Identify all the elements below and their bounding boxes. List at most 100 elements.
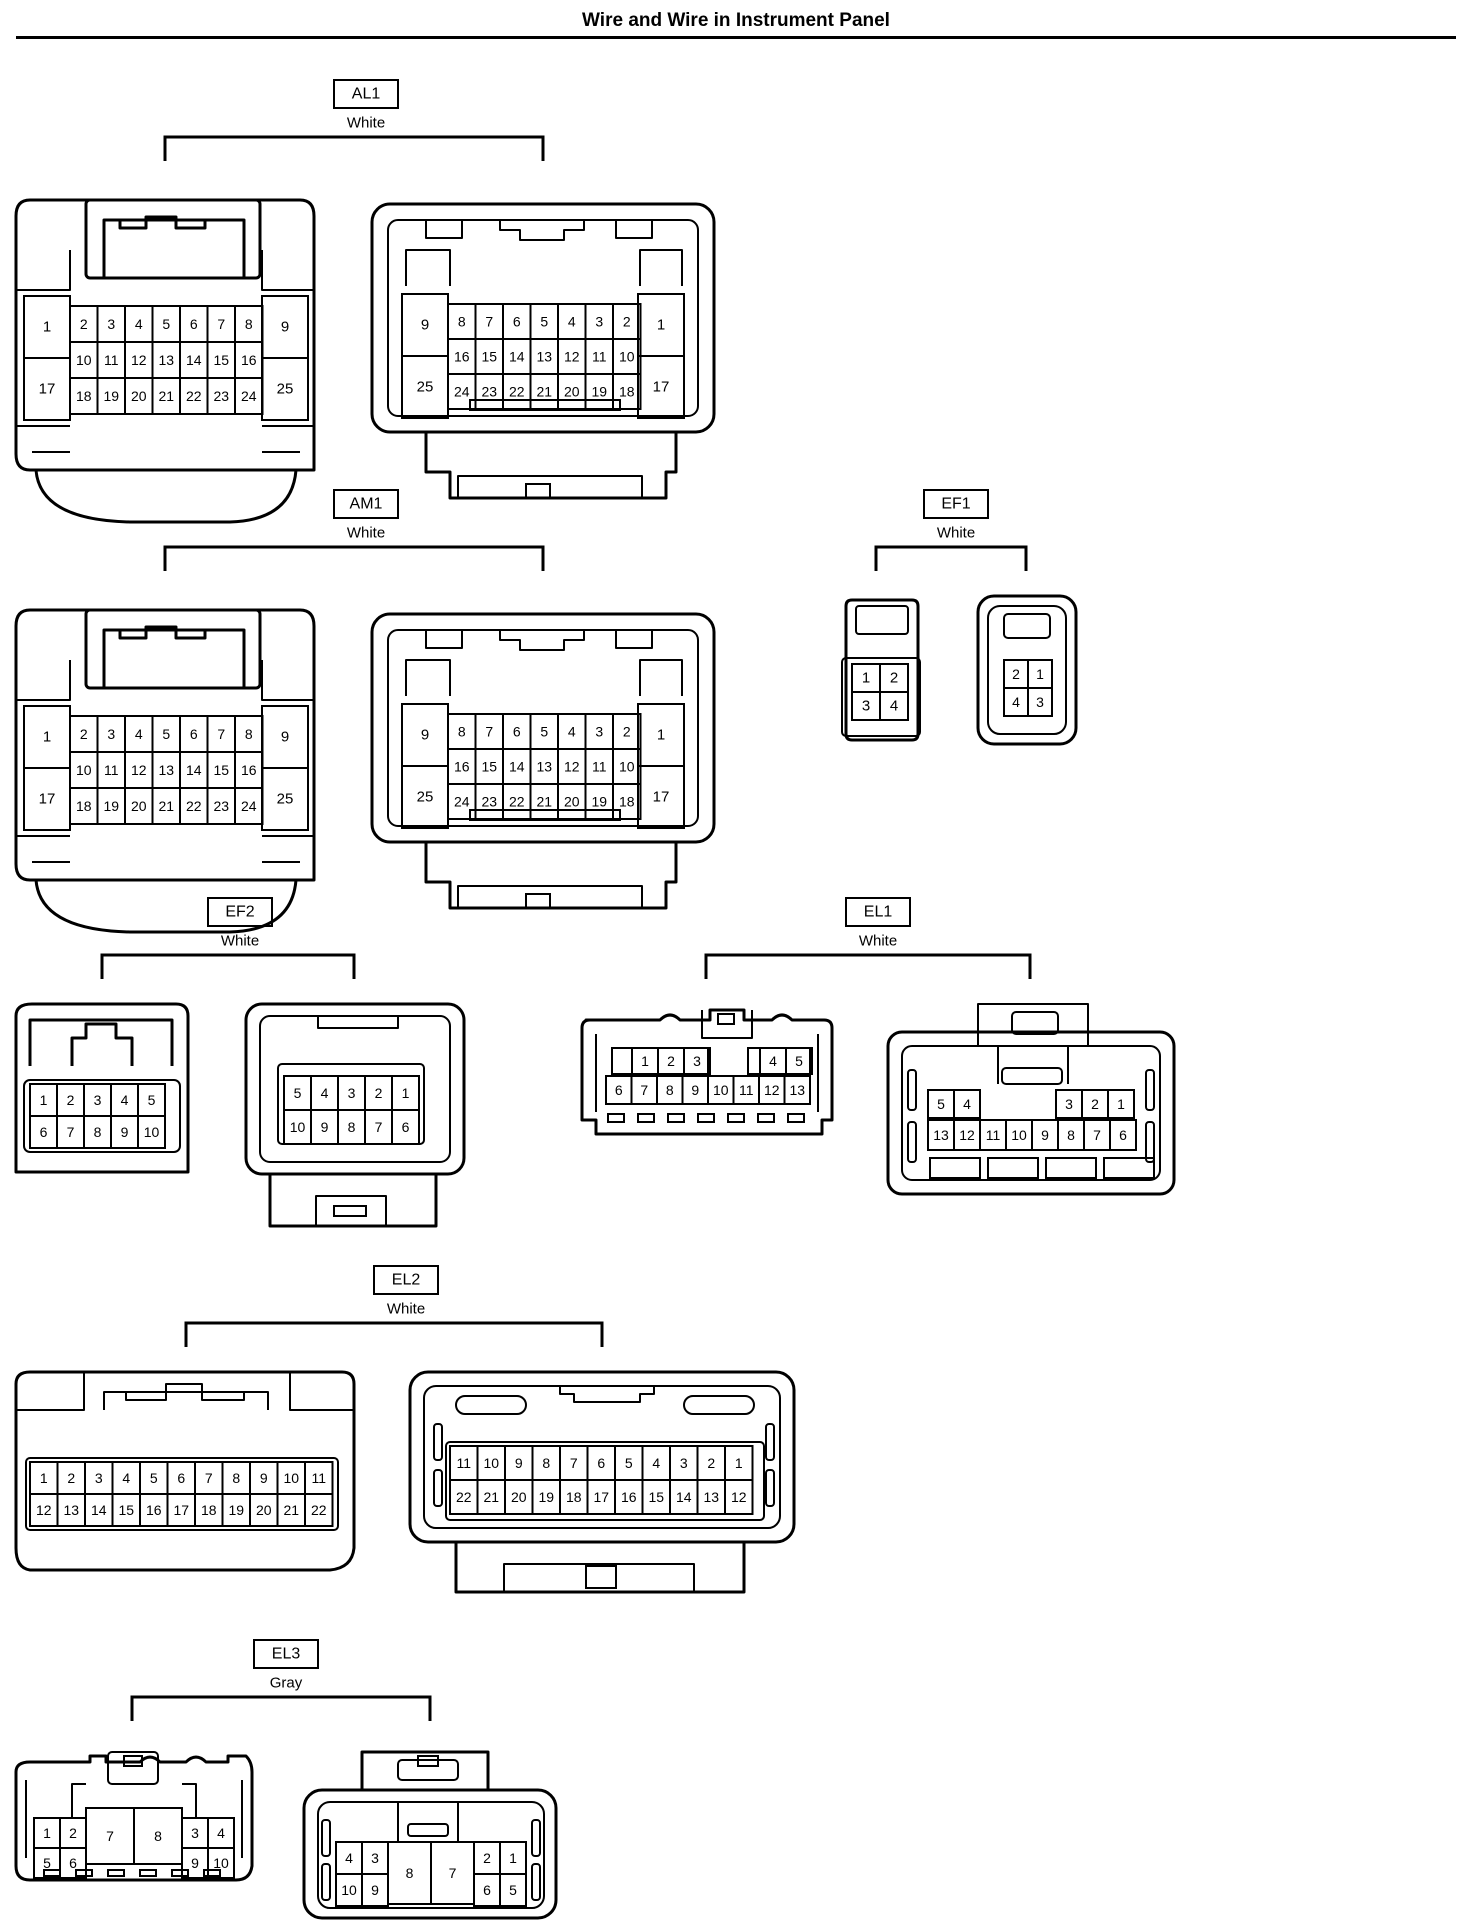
- pin-number: 25: [417, 789, 434, 806]
- pin-cell: [612, 373, 642, 410]
- outline-shape: [1003, 613, 1051, 639]
- pin-number: 3: [693, 1053, 701, 1069]
- connector-code: AL1: [352, 86, 381, 103]
- pin-number: 13: [63, 1502, 79, 1518]
- pin-number: 14: [186, 762, 202, 778]
- outline-shape: [976, 594, 1078, 746]
- outline-shape: [34, 879, 298, 934]
- pin-number: 11: [592, 349, 607, 365]
- pin-number: 4: [963, 1096, 971, 1112]
- pin-number: 2: [623, 724, 631, 740]
- outline-shape: [28, 1018, 174, 1066]
- pin-cell: [785, 1047, 813, 1075]
- pin-number: 6: [190, 726, 198, 742]
- outline-shape: [107, 1869, 125, 1877]
- pin-number: 10: [483, 1455, 499, 1471]
- pin-cell: [612, 783, 642, 820]
- pin-number: 5: [162, 316, 170, 332]
- pin-number: 25: [417, 379, 434, 396]
- pin-number: 21: [483, 1489, 499, 1505]
- pin-number: 14: [676, 1489, 692, 1505]
- outline-shape: [71, 1783, 197, 1818]
- pin-number: 24: [454, 794, 470, 810]
- pin-number: 17: [593, 1489, 609, 1505]
- pin-number: 20: [256, 1502, 272, 1518]
- pin-cell: [637, 355, 685, 419]
- pin-number: 6: [615, 1082, 623, 1098]
- outline-shape: [433, 1423, 443, 1461]
- outline-shape: [607, 1113, 625, 1123]
- pin-number: 4: [1012, 694, 1020, 710]
- pin-number: 3: [107, 316, 115, 332]
- pin-number: 2: [67, 1470, 75, 1486]
- pin-number: 2: [667, 1053, 675, 1069]
- pin-number: 10: [619, 349, 635, 365]
- pin-number: 1: [735, 1455, 743, 1471]
- outline-shape: [1001, 1067, 1063, 1085]
- outline-shape: [14, 1754, 254, 1882]
- pin-number: 5: [795, 1053, 803, 1069]
- pin-number: 2: [1091, 1096, 1099, 1112]
- pin-number: 4: [121, 1092, 129, 1108]
- pin-number: 7: [375, 1119, 383, 1135]
- outline-shape: [70, 1022, 134, 1066]
- outline-shape: [499, 630, 585, 651]
- pin-number: 9: [121, 1124, 129, 1140]
- title-rule: [16, 36, 1456, 39]
- outline-shape: [397, 1759, 459, 1781]
- pin-number: 23: [481, 384, 497, 400]
- outline-shape: [457, 475, 643, 498]
- connector-code: AM1: [350, 496, 383, 513]
- outline-shape: [405, 659, 683, 696]
- pin-number: 10: [713, 1082, 729, 1098]
- outline-shape: [559, 1386, 655, 1403]
- outline-shape: [23, 1079, 181, 1153]
- pin-number: 9: [260, 1470, 268, 1486]
- outline-shape: [425, 630, 653, 649]
- pin-number: 10: [76, 762, 92, 778]
- connector-color: Gray: [270, 1675, 303, 1692]
- outline-shape: [103, 1391, 269, 1410]
- pin-number: 13: [789, 1082, 805, 1098]
- outline-shape: [855, 605, 909, 635]
- pin-number: 1: [43, 729, 51, 746]
- outline-shape: [727, 1113, 745, 1123]
- pin-number: 6: [513, 724, 521, 740]
- pin-number: 2: [375, 1085, 383, 1101]
- pin-number: 9: [191, 1855, 199, 1871]
- connector-bracket: [874, 545, 1028, 571]
- pin-number: 4: [568, 314, 576, 330]
- connector-code-box: [207, 897, 273, 927]
- pin-number: 8: [245, 316, 253, 332]
- connector-code-box: [373, 1265, 439, 1295]
- pin-number: 7: [217, 316, 225, 332]
- outline-shape: [1145, 1069, 1155, 1111]
- outline-shape: [433, 1469, 443, 1507]
- outline-shape: [907, 1069, 917, 1111]
- outline-shape: [387, 629, 699, 827]
- pin-number: 22: [311, 1502, 327, 1518]
- pin-number: 7: [106, 1828, 114, 1844]
- pin-cell: [207, 1847, 235, 1879]
- pin-number: 1: [657, 317, 665, 334]
- outline-shape: [118, 625, 207, 640]
- pin-number: 8: [94, 1124, 102, 1140]
- pin-number: 6: [69, 1855, 77, 1871]
- pin-number: 15: [648, 1489, 664, 1505]
- pin-number: 17: [39, 381, 56, 398]
- outline-shape: [503, 1563, 695, 1592]
- pin-number: 6: [190, 316, 198, 332]
- pin-number: 22: [186, 798, 202, 814]
- pin-number: 20: [564, 384, 580, 400]
- pin-number: 24: [454, 384, 470, 400]
- pin-number: 14: [509, 349, 525, 365]
- pin-number: 8: [245, 726, 253, 742]
- pin-number: 11: [592, 759, 607, 775]
- outline-shape: [16, 425, 314, 453]
- connector-code: EF1: [941, 496, 970, 513]
- pin-number: 10: [341, 1882, 357, 1898]
- outline-shape: [317, 1016, 399, 1029]
